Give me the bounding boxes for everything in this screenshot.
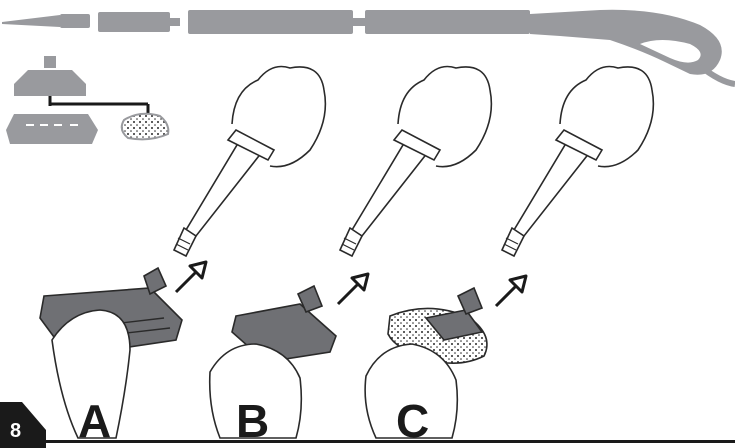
nozzle-neck-b	[296, 284, 324, 314]
nozzle-neck-c	[456, 286, 484, 316]
tube-joint-2	[170, 18, 180, 26]
steam-gun-handle	[530, 9, 722, 75]
brush-slots	[26, 124, 78, 126]
arrow-up-right-icon	[494, 274, 528, 308]
gun-body-a	[184, 138, 264, 238]
tube-segment-3	[188, 10, 353, 34]
bottom-rule	[0, 440, 735, 443]
handle-grip-opening	[640, 40, 701, 63]
hand-lower-c	[364, 343, 459, 439]
panel-label-a: A	[78, 395, 112, 447]
page-number-tab	[0, 402, 46, 448]
arrow-up-right-icon	[174, 260, 208, 294]
brush-base	[6, 114, 98, 144]
accessory-legend	[6, 56, 170, 144]
steam-hose	[698, 63, 735, 87]
panel-label-c: C	[396, 395, 430, 447]
steam-gun-a	[172, 65, 327, 258]
tube-segment-2	[98, 12, 170, 32]
tube-joint-3	[353, 18, 365, 26]
tube-connector-1	[60, 14, 90, 28]
gun-body-c	[512, 138, 592, 238]
steam-gun-c	[500, 65, 655, 258]
arrow-up-right-icon	[336, 272, 370, 306]
gun-ring-a	[226, 128, 276, 162]
tube-segment-4	[365, 10, 530, 34]
gun-body-b	[350, 138, 430, 238]
cloth-cover	[120, 112, 170, 141]
panel-a	[39, 65, 327, 439]
nozzle-head	[14, 70, 86, 96]
nozzle-body-c	[424, 309, 484, 341]
hand-lower-a	[51, 309, 131, 439]
hand-lower-b	[208, 343, 303, 439]
tube-tip-1	[2, 15, 60, 27]
gun-ring-b	[392, 128, 442, 162]
brush-neck-a	[143, 266, 168, 296]
extension-tubes-row	[2, 9, 735, 87]
panel-b	[208, 65, 493, 439]
page-number: 8	[10, 420, 22, 442]
panel-label-b: B	[236, 395, 270, 447]
gun-ring-c	[554, 128, 604, 162]
steam-gun-b	[338, 65, 493, 258]
nozzle-neck	[44, 56, 56, 68]
panel-c	[364, 65, 655, 439]
